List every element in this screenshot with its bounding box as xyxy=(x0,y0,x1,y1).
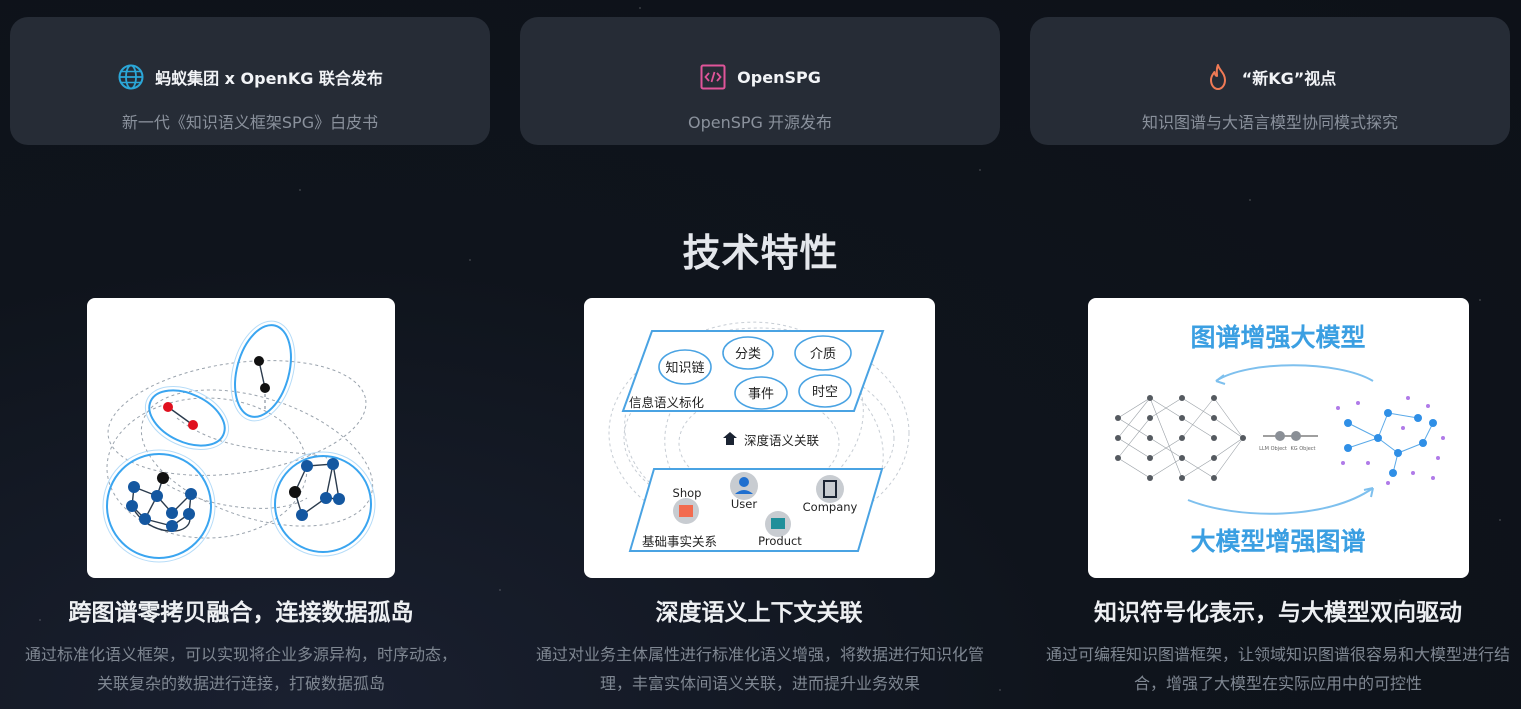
card-openspg[interactable]: OpenSPG OpenSPG 开源发布 xyxy=(520,17,1000,145)
layer-label: 深度语义关联 xyxy=(744,433,820,448)
diagram-bottom-label: 大模型增强图谱 xyxy=(1190,527,1365,556)
feature-title: 跨图谱零拷贝融合，连接数据孤岛 xyxy=(68,600,414,626)
layer-label: 信息语义标化 xyxy=(629,395,705,410)
code-icon xyxy=(699,63,727,91)
card-title: “新KG”视点 xyxy=(1241,69,1337,88)
entity-label: Company xyxy=(803,500,858,514)
entity-label: User xyxy=(731,497,757,511)
card-spg-whitepaper[interactable]: 蚂蚁集团 x OpenKG 联合发布 新一代《知识语义框架SPG》白皮书 xyxy=(10,17,490,145)
feature-description: 通过对业务主体属性进行标准化语义增强，将数据进行知识化管理，丰富实体间语义关联，… xyxy=(535,645,984,693)
card-subtitle: OpenSPG 开源发布 xyxy=(687,113,833,132)
diagram-caption: LLM Object xyxy=(1259,446,1287,452)
layer-label: 基础事实关系 xyxy=(642,534,717,549)
globe-icon xyxy=(117,63,145,91)
card-title: OpenSPG xyxy=(737,67,821,87)
feature-title: 深度语义上下文关联 xyxy=(655,600,863,626)
node-label: 时空 xyxy=(812,385,838,400)
feature-title: 知识符号化表示，与大模型双向驱动 xyxy=(1094,600,1462,626)
card-subtitle: 新一代《知识语义框架SPG》白皮书 xyxy=(121,113,379,132)
section-title: 技术特性 xyxy=(682,231,839,275)
diagram-caption: KG Object xyxy=(1290,446,1315,452)
home-icon xyxy=(723,432,737,445)
feature-description: 通过可编程知识图谱框架，让领域知识图谱很容易和大模型进行结合，增强了大模型在实际… xyxy=(1046,645,1511,693)
entity-label: Product xyxy=(758,534,802,548)
semantic-layers-diagram: 知识链 分类 介质 事件 时空 信息语义标化 深度语义关联 Shop User … xyxy=(584,298,935,578)
card-subtitle: 知识图谱与大语言模型协同模式探究 xyxy=(1141,113,1398,132)
entity-label: Shop xyxy=(673,486,702,500)
card-title: 蚂蚁集团 x OpenKG 联合发布 xyxy=(155,69,383,88)
kg-llm-bidirectional-diagram: 图谱增强大模型 LLM Object KG Object xyxy=(1088,298,1469,578)
node-label: 分类 xyxy=(735,347,761,362)
node-label: 介质 xyxy=(810,347,836,362)
node-label: 知识链 xyxy=(665,360,704,376)
card-new-kg-viewpoint[interactable]: “新KG”视点 知识图谱与大语言模型协同模式探究 xyxy=(1030,17,1510,145)
node-label: 事件 xyxy=(748,387,774,402)
diagram-top-label: 图谱增强大模型 xyxy=(1190,323,1365,352)
feature-description: 通过标准化语义框架，可以实现将企业多源异构，时序动态，关联复杂的数据进行连接，打… xyxy=(24,645,457,693)
flame-icon xyxy=(1204,63,1232,91)
graph-islands-illustration xyxy=(87,298,395,578)
